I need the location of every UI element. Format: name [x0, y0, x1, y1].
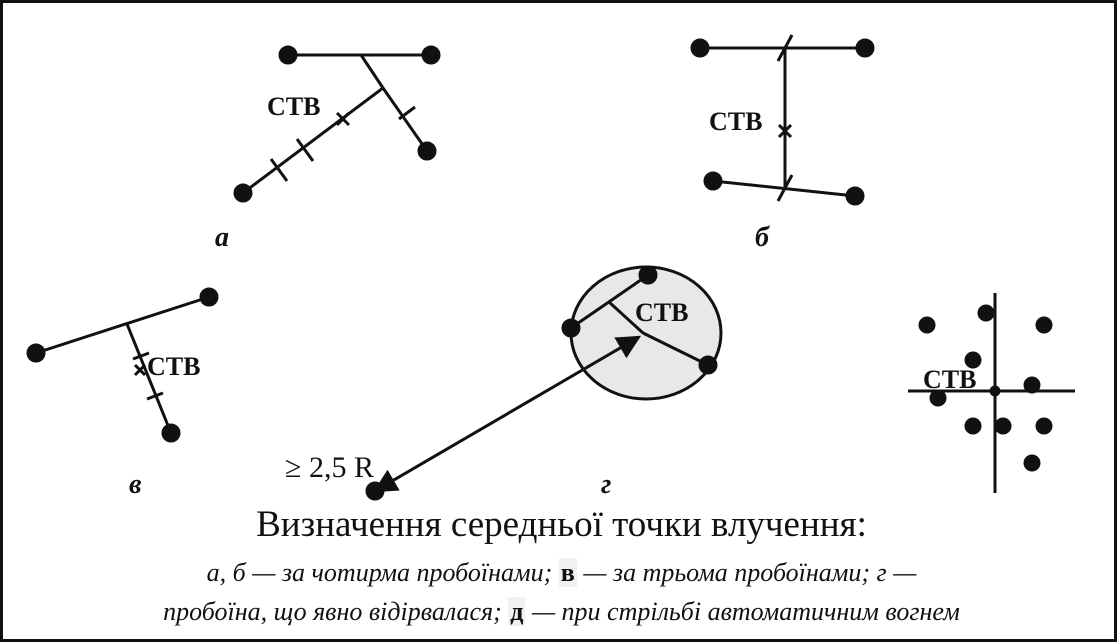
- diagram-g: [365, 265, 723, 501]
- diagram-d-hole: [977, 304, 995, 322]
- diagram-a-letter: а: [215, 222, 229, 253]
- diagram-v-hole: [161, 423, 181, 443]
- caption-line-1: а, б — за чотирма пробоїнами; в — за трь…: [3, 558, 1114, 588]
- diagram-b-hole: [703, 171, 723, 191]
- caption-letter-d: д: [508, 597, 526, 626]
- diagram-a-tick: [295, 138, 315, 162]
- diagram-b-center-label: СТВ: [709, 107, 762, 136]
- diagram-a: [233, 45, 441, 203]
- caption-line-2-text: пробоїна, що явно відірвалася;: [163, 597, 502, 626]
- diagram-a-right-line: [381, 87, 429, 152]
- diagram-v-tick: [132, 351, 150, 361]
- diagram-d-hole: [994, 417, 1012, 435]
- diagram-b: [690, 34, 875, 206]
- diagram-d-hole: [1035, 316, 1053, 334]
- diagram-d: [908, 293, 1075, 493]
- diagram-v: [26, 287, 219, 443]
- diagram-g-letter: г: [601, 469, 611, 500]
- caption-line-1-text: а, б — за чотирма пробоїнами;: [206, 558, 553, 587]
- diagram-b-letter: б: [755, 222, 770, 253]
- diagram-d-hole: [918, 316, 936, 334]
- diagram-v-tick: [146, 391, 164, 401]
- diagram-g-connector: [607, 300, 645, 335]
- diagram-d-hole: [1023, 454, 1041, 472]
- mpi-diagrams: СТВ а СТВ б СТВ в: [26, 34, 1075, 501]
- diagram-a-tick: [398, 105, 416, 121]
- diagram-g-hole: [561, 318, 581, 338]
- diagram-v-hole: [26, 343, 46, 363]
- diagram-v-mpi-mark: [133, 363, 147, 377]
- diagram-a-mpi-mark: [335, 111, 351, 127]
- diagram-d-hole: [964, 417, 982, 435]
- caption-line-2-text-2: — при стрільбі автоматичним вогнем: [531, 597, 960, 626]
- diagram-a-hole: [417, 141, 437, 161]
- diagram-v-center-label: СТВ: [147, 352, 200, 381]
- diagram-d-hole: [1023, 376, 1041, 394]
- diagram-v-hole: [199, 287, 219, 307]
- diagram-g-center-label: СТВ: [635, 298, 688, 327]
- diagram-d-mpi-point: [989, 385, 1001, 397]
- diagram-b-tick: [776, 34, 794, 62]
- diagram-d-hole: [929, 389, 947, 407]
- caption-line-1-text-2: — за трьома пробоїнами; г —: [583, 558, 917, 587]
- diagram-a-hole: [278, 45, 298, 65]
- diagram-a-center-label: СТВ: [267, 92, 320, 121]
- diagram-b-hole: [855, 38, 875, 58]
- diagram-v-main-line: [35, 295, 210, 355]
- diagram-v-branch: [125, 323, 173, 434]
- caption-line-2: пробоїна, що явно відірвалася; д — при с…: [3, 597, 1114, 627]
- diagram-d-center-label: СТВ: [923, 365, 976, 394]
- diagram-b-hole: [845, 186, 865, 206]
- diagram-a-tick: [269, 158, 289, 182]
- diagram-g-hole: [638, 265, 658, 285]
- diagram-d-hole: [964, 351, 982, 369]
- diagram-a-connector: [359, 54, 385, 89]
- diagram-a-hole: [421, 45, 441, 65]
- diagram-g-right-line: [642, 331, 709, 367]
- diagram-b-hole: [690, 38, 710, 58]
- diagram-v-letter: в: [129, 469, 142, 500]
- diagram-a-hole: [233, 183, 253, 203]
- diagram-a-main-line: [242, 86, 384, 195]
- diagram-g-distance-arrow: [372, 335, 642, 493]
- caption-title: Визначення середньої точки влучення:: [256, 504, 867, 545]
- caption-letter-v: в: [558, 558, 577, 587]
- diagram-g-hole: [698, 355, 718, 375]
- diagram-b-tick: [776, 174, 794, 202]
- diagram-b-mpi-mark: [777, 123, 793, 139]
- diagram-d-hole: [1035, 417, 1053, 435]
- diagram-g-distance-label: ≥ 2,5 R: [285, 451, 374, 484]
- diagram-g-outlier-hole: [365, 481, 385, 501]
